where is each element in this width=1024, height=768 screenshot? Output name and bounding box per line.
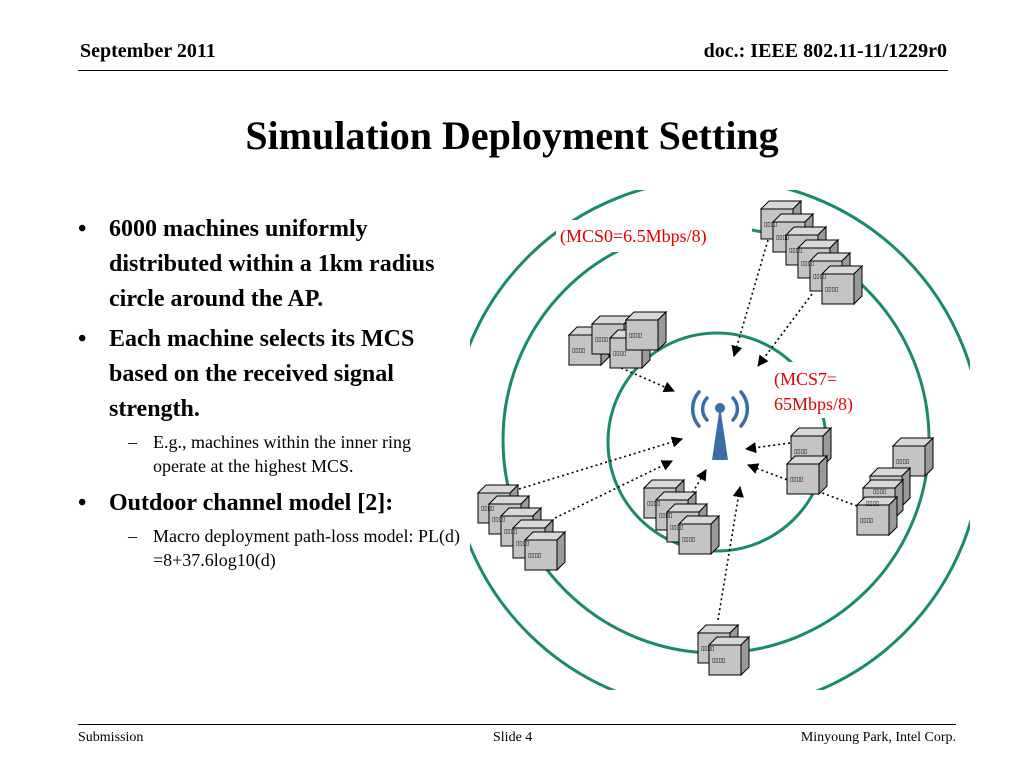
- sub-bullet-item: – E.g., machines within the inner ring o…: [78, 430, 468, 478]
- machine-box-icon: [786, 455, 828, 495]
- bullet-text: Each machine selects its MCS based on th…: [109, 326, 415, 422]
- machine-box-icon: [821, 265, 863, 305]
- footer-submission: Submission: [78, 730, 144, 745]
- bullet-item: • Each machine selects its MCS based on …: [78, 322, 468, 427]
- header-date: September 2011: [80, 40, 216, 62]
- svg-text:▯▯▯▯: ▯▯▯▯: [516, 540, 529, 547]
- bullet-marker: •: [78, 490, 87, 516]
- sub-bullet-marker: –: [128, 526, 137, 546]
- ap-tower: [712, 406, 728, 460]
- svg-text:▯▯▯▯: ▯▯▯▯: [647, 500, 660, 507]
- svg-text:▯▯▯▯: ▯▯▯▯: [595, 336, 608, 343]
- svg-text:▯▯▯▯: ▯▯▯▯: [801, 260, 814, 267]
- sub-bullet-text: E.g., machines within the inner ring ope…: [153, 432, 411, 476]
- svg-text:▯▯▯▯: ▯▯▯▯: [712, 657, 725, 664]
- svg-text:▯▯▯▯: ▯▯▯▯: [794, 448, 807, 455]
- svg-text:▯▯▯▯: ▯▯▯▯: [670, 524, 683, 531]
- svg-text:▯▯▯▯: ▯▯▯▯: [613, 350, 626, 357]
- machine-box-icon: [625, 311, 667, 351]
- svg-text:▯▯▯▯: ▯▯▯▯: [789, 247, 802, 254]
- svg-text:▯▯▯▯: ▯▯▯▯: [896, 458, 909, 465]
- svg-text:▯▯▯▯: ▯▯▯▯: [866, 500, 879, 507]
- svg-text:▯▯▯▯: ▯▯▯▯: [790, 476, 803, 483]
- svg-text:▯▯▯▯: ▯▯▯▯: [504, 528, 517, 535]
- bullet-item: • 6000 machines uniformly distributed wi…: [78, 212, 468, 317]
- machine-box-icon: [678, 515, 720, 555]
- svg-text:▯▯▯▯: ▯▯▯▯: [873, 488, 886, 495]
- svg-text:▯▯▯▯: ▯▯▯▯: [572, 347, 585, 354]
- machine-labels: ▯▯▯▯ ▯▯▯▯ ▯▯▯▯ ▯▯▯▯ ▯▯▯▯ ▯▯▯▯ ▯▯▯▯ ▯▯▯▯ …: [481, 221, 909, 664]
- bullet-list: • 6000 machines uniformly distributed wi…: [78, 212, 468, 580]
- sub-bullet-text: Macro deployment path-loss model: PL(d) …: [153, 526, 460, 570]
- svg-text:▯▯▯▯: ▯▯▯▯: [701, 645, 714, 652]
- sub-bullet-item: – Macro deployment path-loss model: PL(d…: [78, 524, 468, 572]
- machine-box-icon: [708, 636, 750, 676]
- svg-text:▯▯▯▯: ▯▯▯▯: [528, 552, 541, 559]
- header-doc-id: doc.: IEEE 802.11-11/1229r0: [703, 40, 947, 62]
- bullet-marker: •: [78, 216, 87, 242]
- bullet-text: 6000 machines uniformly distributed with…: [109, 216, 435, 312]
- svg-text:▯▯▯▯: ▯▯▯▯: [776, 234, 789, 241]
- svg-text:▯▯▯▯: ▯▯▯▯: [481, 505, 494, 512]
- wireless-ap-icon: [691, 390, 749, 428]
- svg-text:▯▯▯▯: ▯▯▯▯: [492, 516, 505, 523]
- svg-text:▯▯▯▯: ▯▯▯▯: [659, 512, 672, 519]
- svg-text:▯▯▯▯: ▯▯▯▯: [764, 221, 777, 228]
- sub-bullet-marker: –: [128, 432, 137, 452]
- svg-text:▯▯▯▯: ▯▯▯▯: [629, 332, 642, 339]
- svg-text:▯▯▯▯: ▯▯▯▯: [682, 536, 695, 543]
- svg-text:▯▯▯▯: ▯▯▯▯: [825, 286, 838, 293]
- bullet-marker: •: [78, 326, 87, 352]
- outer-ring-mcs-label: (MCS0=6.5Mbps/8): [560, 226, 707, 247]
- machine-box-icon: [524, 531, 566, 571]
- footer-divider: [78, 724, 956, 725]
- svg-text:▯▯▯▯: ▯▯▯▯: [813, 273, 826, 280]
- bullet-item: • Outdoor channel model [2]:: [78, 486, 468, 521]
- footer-slide-number: Slide 4: [493, 730, 533, 745]
- slide-title: Simulation Deployment Setting: [245, 113, 779, 158]
- inner-ring-mcs-label-line2: 65Mbps/8): [774, 394, 853, 415]
- deployment-diagram: (MCS0=6.5Mbps/8) (MCS7= 65Mbps/8): [470, 190, 970, 690]
- footer-author: Minyoung Park, Intel Corp.: [800, 730, 956, 745]
- bullet-text: Outdoor channel model [2]:: [109, 490, 394, 516]
- header-divider: [78, 70, 948, 71]
- svg-text:▯▯▯▯: ▯▯▯▯: [860, 517, 873, 524]
- inner-ring-mcs-label-line1: (MCS7=: [774, 369, 837, 390]
